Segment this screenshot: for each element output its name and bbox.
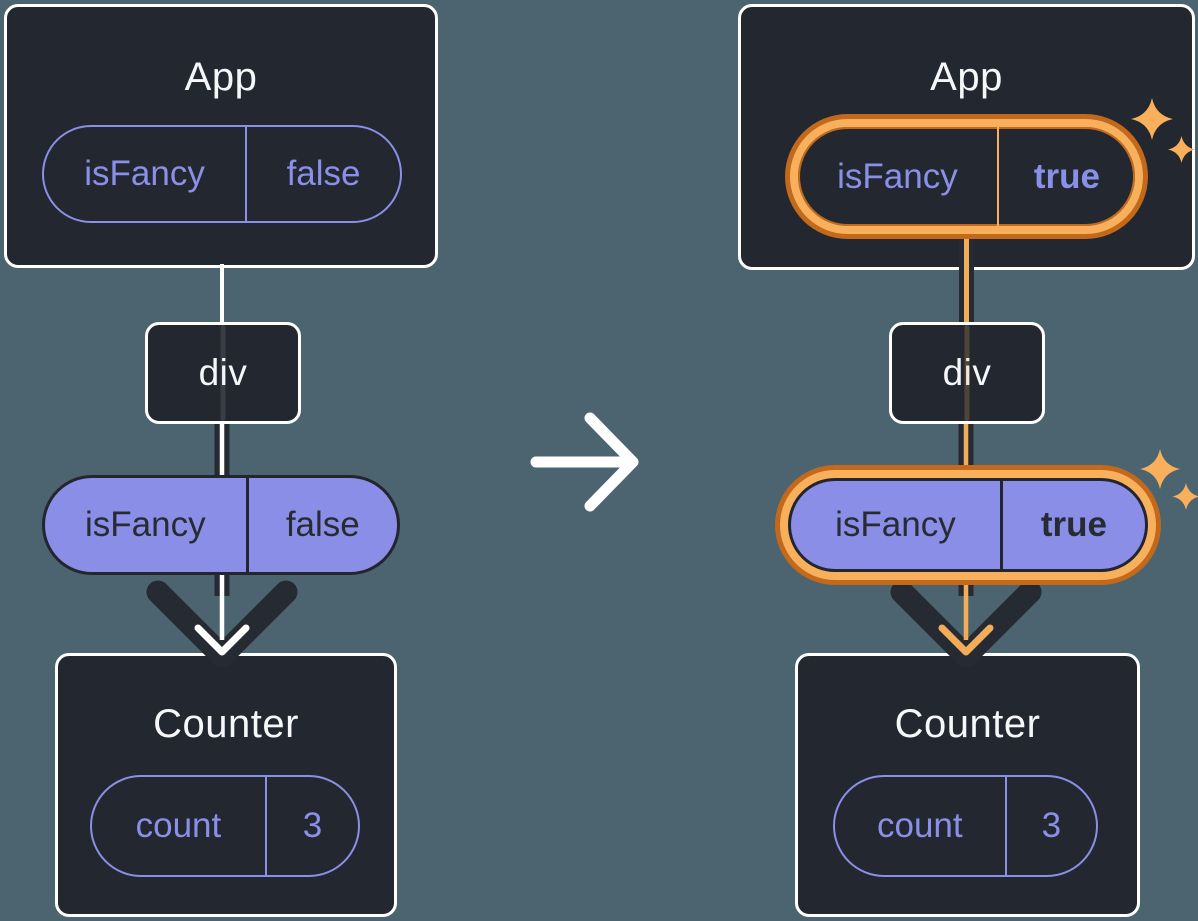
prop-value: false [245,127,400,221]
right-counter-state-pill: count 3 [833,775,1098,877]
left-div-node: div [145,322,301,424]
left-div-pass-through-stripe [220,325,226,421]
right-div-pass-through-stripe [964,325,970,421]
prop-name: isFancy [85,505,206,544]
left-div-label: div [198,352,248,393]
left-app-title: App [184,55,258,99]
right-app-title: App [930,55,1003,99]
left-app-prop-pill: isFancy false [42,125,402,223]
left-counter-state-pill: count 3 [90,775,360,877]
prop-name: isFancy [835,505,956,544]
right-counter-title: Counter [894,702,1041,746]
prop-name: isFancy [84,154,205,193]
state-value: 3 [1004,777,1096,875]
state-name: count [877,806,963,845]
sparkle-icon [1140,449,1198,510]
prop-value: true [999,481,1145,569]
left-passed-prop-pill: isFancy false [42,475,400,575]
state-name: count [135,806,222,845]
state-value: 3 [264,777,358,875]
right-passed-prop-pill-highlighted: isFancy true [788,478,1148,572]
right-app-prop-pill-highlighted: isFancy true [790,119,1143,234]
right-div-label: div [942,352,992,393]
sparkle-icon [1131,98,1195,163]
prop-name: isFancy [837,156,958,196]
left-app-div-connector [219,264,224,324]
prop-value: true [996,127,1135,226]
right-app-div-connector-core [963,230,969,324]
prop-value: false [245,478,397,572]
right-div-node: div [889,322,1045,424]
left-counter-title: Counter [153,702,299,746]
transition-arrow-icon [530,412,639,512]
